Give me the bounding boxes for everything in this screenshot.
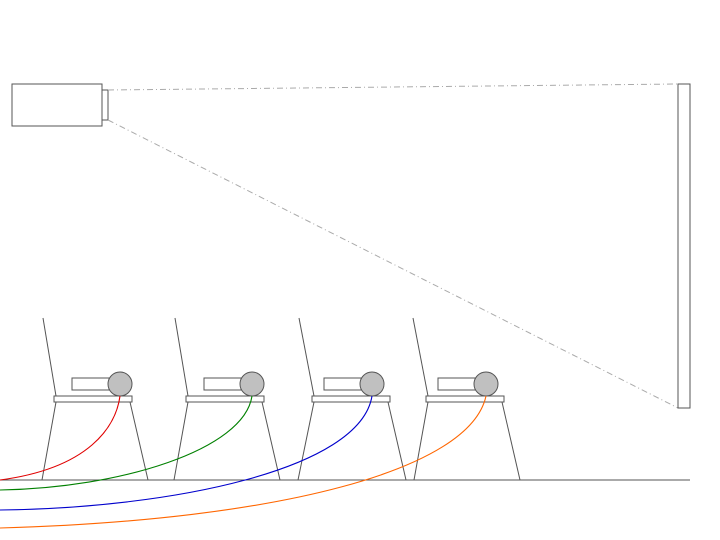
- projector-body: [11, 83, 103, 127]
- seats-group: [41, 317, 521, 481]
- chair-leg-left: [297, 401, 315, 481]
- projector-lens: [101, 89, 109, 121]
- chair-leg-left: [413, 401, 429, 481]
- chair-backrest: [174, 317, 189, 397]
- projection-beam: [107, 83, 679, 409]
- chair-backrest: [298, 317, 315, 397]
- cable-seat-2: [0, 395, 253, 491]
- chair-seat: [53, 395, 133, 403]
- seat-4: [412, 317, 521, 481]
- viewer-body: [323, 377, 365, 391]
- cable-seat-3: [0, 395, 373, 511]
- chair-backrest: [412, 317, 429, 397]
- projector-icon: [11, 83, 109, 127]
- chair-leg-right: [387, 401, 407, 481]
- seat-3: [297, 317, 407, 481]
- beam-lower-edge: [107, 119, 679, 409]
- viewer-body: [203, 377, 245, 391]
- projection-screen-icon: [677, 83, 691, 409]
- cables-group: [0, 395, 487, 529]
- viewer-body: [437, 377, 479, 391]
- viewer-head-icon: [239, 371, 265, 397]
- chair-leg-right: [129, 401, 149, 481]
- chair-leg-right: [261, 401, 281, 481]
- viewer-head-icon: [473, 371, 499, 397]
- viewer-body: [71, 377, 113, 391]
- chair-seat: [311, 395, 391, 403]
- seat-1: [41, 317, 149, 481]
- viewer-head-icon: [359, 371, 385, 397]
- chair-leg-left: [173, 401, 189, 481]
- cable-seat-1: [0, 395, 121, 481]
- chair-leg-left: [41, 401, 57, 481]
- beam-upper-edge: [107, 83, 679, 91]
- chair-backrest: [42, 317, 57, 397]
- chair-leg-right: [501, 401, 521, 481]
- viewer-head-icon: [107, 371, 133, 397]
- chair-seat: [185, 395, 265, 403]
- chair-seat: [425, 395, 505, 403]
- seat-2: [173, 317, 281, 481]
- cable-seat-4: [0, 395, 487, 529]
